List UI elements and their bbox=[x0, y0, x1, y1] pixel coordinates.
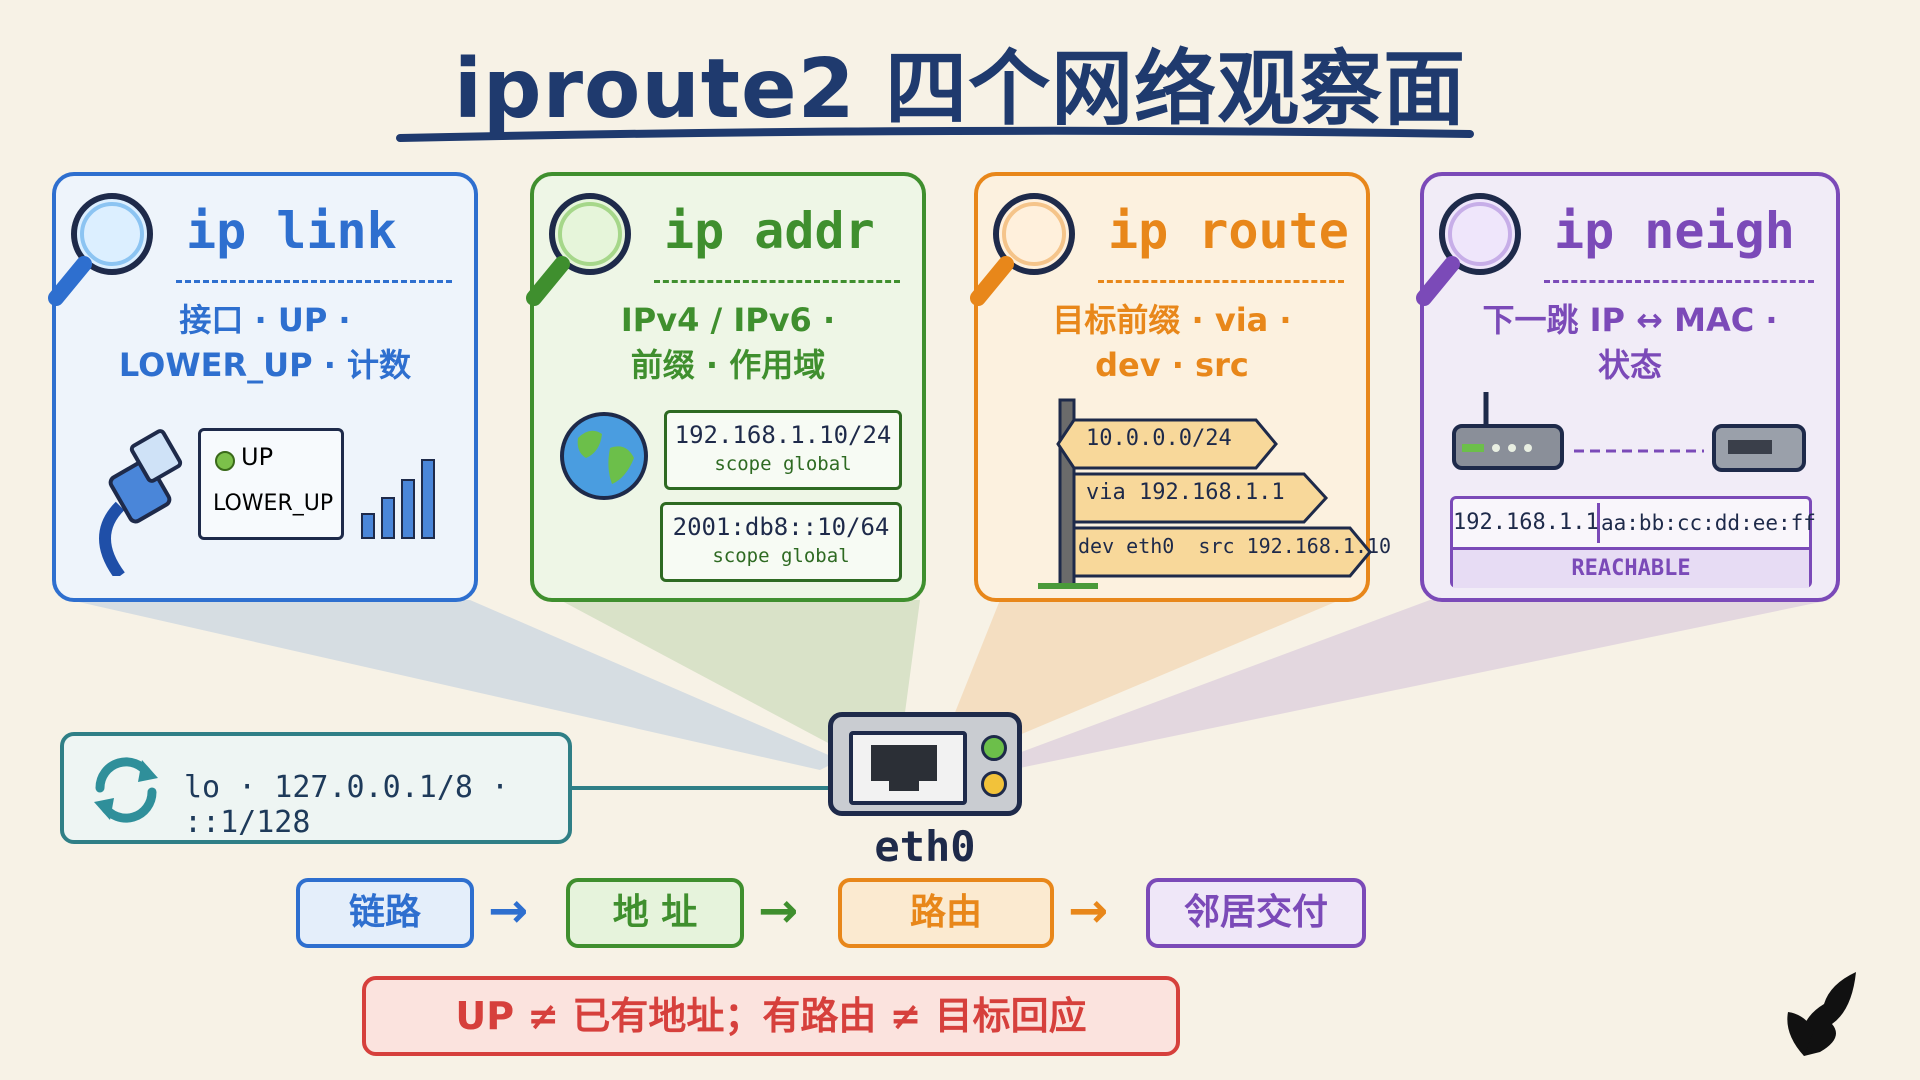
loopback-box: lo · 127.0.0.1/8 · ::1/128 bbox=[60, 732, 572, 844]
beam-neigh bbox=[1000, 600, 1830, 770]
status-led-icon bbox=[215, 451, 235, 471]
subtitle-line-1: 下一跳 IP ↔ MAC · bbox=[1482, 301, 1778, 339]
subtitle-line-1: IPv4 / IPv6 · bbox=[620, 301, 836, 339]
subtitle-line-1: 接口 · UP · bbox=[179, 301, 351, 339]
card-title: ip addr bbox=[664, 202, 875, 260]
subtitle-line-2: 状态 bbox=[1597, 346, 1662, 384]
device-icon bbox=[1712, 424, 1806, 472]
subtitle-line-2: LOWER_UP · 计数 bbox=[118, 346, 412, 384]
eth0-device bbox=[828, 712, 1022, 816]
route-dev-src: dev eth0 src 192.168.1.10 bbox=[1078, 534, 1392, 558]
flow-step-route: 路由 bbox=[838, 878, 1054, 948]
title-underline bbox=[396, 126, 1474, 142]
arrow-right-icon: → bbox=[1068, 883, 1109, 939]
flow-step-link: 链路 bbox=[296, 878, 474, 948]
card-subtitle: IPv4 / IPv6 · 前缀 · 作用域 bbox=[554, 298, 902, 388]
dashed-link bbox=[1574, 449, 1704, 453]
ethernet-cable-icon bbox=[99, 429, 183, 576]
link-status-box: UP LOWER_UP bbox=[198, 428, 344, 540]
router-icon bbox=[1452, 392, 1564, 470]
neighbor-ip: 192.168.1.1 bbox=[1453, 503, 1600, 543]
subtitle-line-1: 目标前缀 · via · bbox=[1052, 301, 1292, 339]
route-prefix: 10.0.0.0/24 bbox=[1086, 426, 1232, 451]
butterfly-logo-icon bbox=[1787, 972, 1856, 1056]
magnifier-icon bbox=[970, 193, 1075, 306]
card-title: ip link bbox=[186, 202, 397, 260]
magnifier-icon bbox=[526, 193, 631, 306]
divider bbox=[176, 280, 452, 283]
arrow-right-icon: → bbox=[488, 883, 529, 939]
magnifier-icon bbox=[48, 193, 153, 306]
card-subtitle: 目标前缀 · via · dev · src bbox=[998, 298, 1346, 388]
address-box-ipv4: 192.168.1.10/24 scope global bbox=[664, 410, 902, 490]
signpost-icon bbox=[1038, 398, 1372, 589]
neighbor-state: REACHABLE bbox=[1453, 547, 1809, 588]
ipv4-scope: scope global bbox=[714, 453, 852, 475]
beam-link bbox=[70, 600, 840, 770]
neighbor-mac: aa:bb:cc:dd:ee:ff bbox=[1601, 511, 1816, 535]
card-ip-neigh: ip neigh 下一跳 IP ↔ MAC · 状态 192.168.1.1 a… bbox=[1416, 172, 1840, 602]
divider bbox=[1098, 280, 1344, 283]
card-subtitle: 下一跳 IP ↔ MAC · 状态 bbox=[1444, 298, 1816, 388]
ipv4-address: 192.168.1.10/24 bbox=[674, 421, 892, 449]
subtitle-line-2: 前缀 · 作用域 bbox=[630, 346, 826, 384]
loopback-label: lo · 127.0.0.1/8 · ::1/128 bbox=[184, 770, 510, 840]
beam-route bbox=[940, 600, 1340, 760]
signal-bars-icon bbox=[361, 459, 435, 539]
route-via: via 192.168.1.1 bbox=[1086, 480, 1285, 505]
card-ip-route: ip route 目标前缀 · via · dev · src 10.0.0.0… bbox=[970, 172, 1391, 602]
divider bbox=[1544, 280, 1814, 283]
led-yellow-icon bbox=[981, 771, 1007, 797]
magnifier-icon bbox=[1416, 193, 1521, 306]
refresh-icon bbox=[94, 757, 158, 823]
card-ip-addr: ip addr IPv4 / IPv6 · 前缀 · 作用域 192.168.1… bbox=[526, 172, 926, 602]
led-green-icon bbox=[981, 735, 1007, 761]
card-ip-link: ip link 接口 · UP · LOWER_UP · 计数 UP LOWER… bbox=[48, 172, 478, 602]
neighbor-table: 192.168.1.1 aa:bb:cc:dd:ee:ff REACHABLE bbox=[1450, 496, 1816, 588]
ethernet-port-icon bbox=[849, 731, 967, 805]
card-title: ip route bbox=[1108, 202, 1349, 260]
divider bbox=[654, 280, 900, 283]
warning-note: UP ≠ 已有地址；有路由 ≠ 目标回应 bbox=[362, 976, 1180, 1056]
device-label: eth0 bbox=[874, 822, 976, 871]
ipv6-address: 2001:db8::10/64 bbox=[672, 513, 890, 541]
card-subtitle: 接口 · UP · LOWER_UP · 计数 bbox=[76, 298, 454, 388]
status-up: UP bbox=[241, 443, 274, 471]
card-title: ip neigh bbox=[1554, 202, 1795, 260]
address-box-ipv6: 2001:db8::10/64 scope global bbox=[660, 502, 902, 582]
page-title: iproute2 四个网络观察面 bbox=[453, 42, 1467, 137]
ipv6-scope: scope global bbox=[712, 545, 850, 567]
globe-icon bbox=[560, 412, 648, 500]
status-lower-up: LOWER_UP bbox=[213, 491, 334, 516]
flow-step-addr: 地 址 bbox=[566, 878, 744, 948]
subtitle-line-2: dev · src bbox=[1095, 346, 1249, 384]
flow-step-neigh: 邻居交付 bbox=[1146, 878, 1366, 948]
arrow-right-icon: → bbox=[758, 883, 799, 939]
